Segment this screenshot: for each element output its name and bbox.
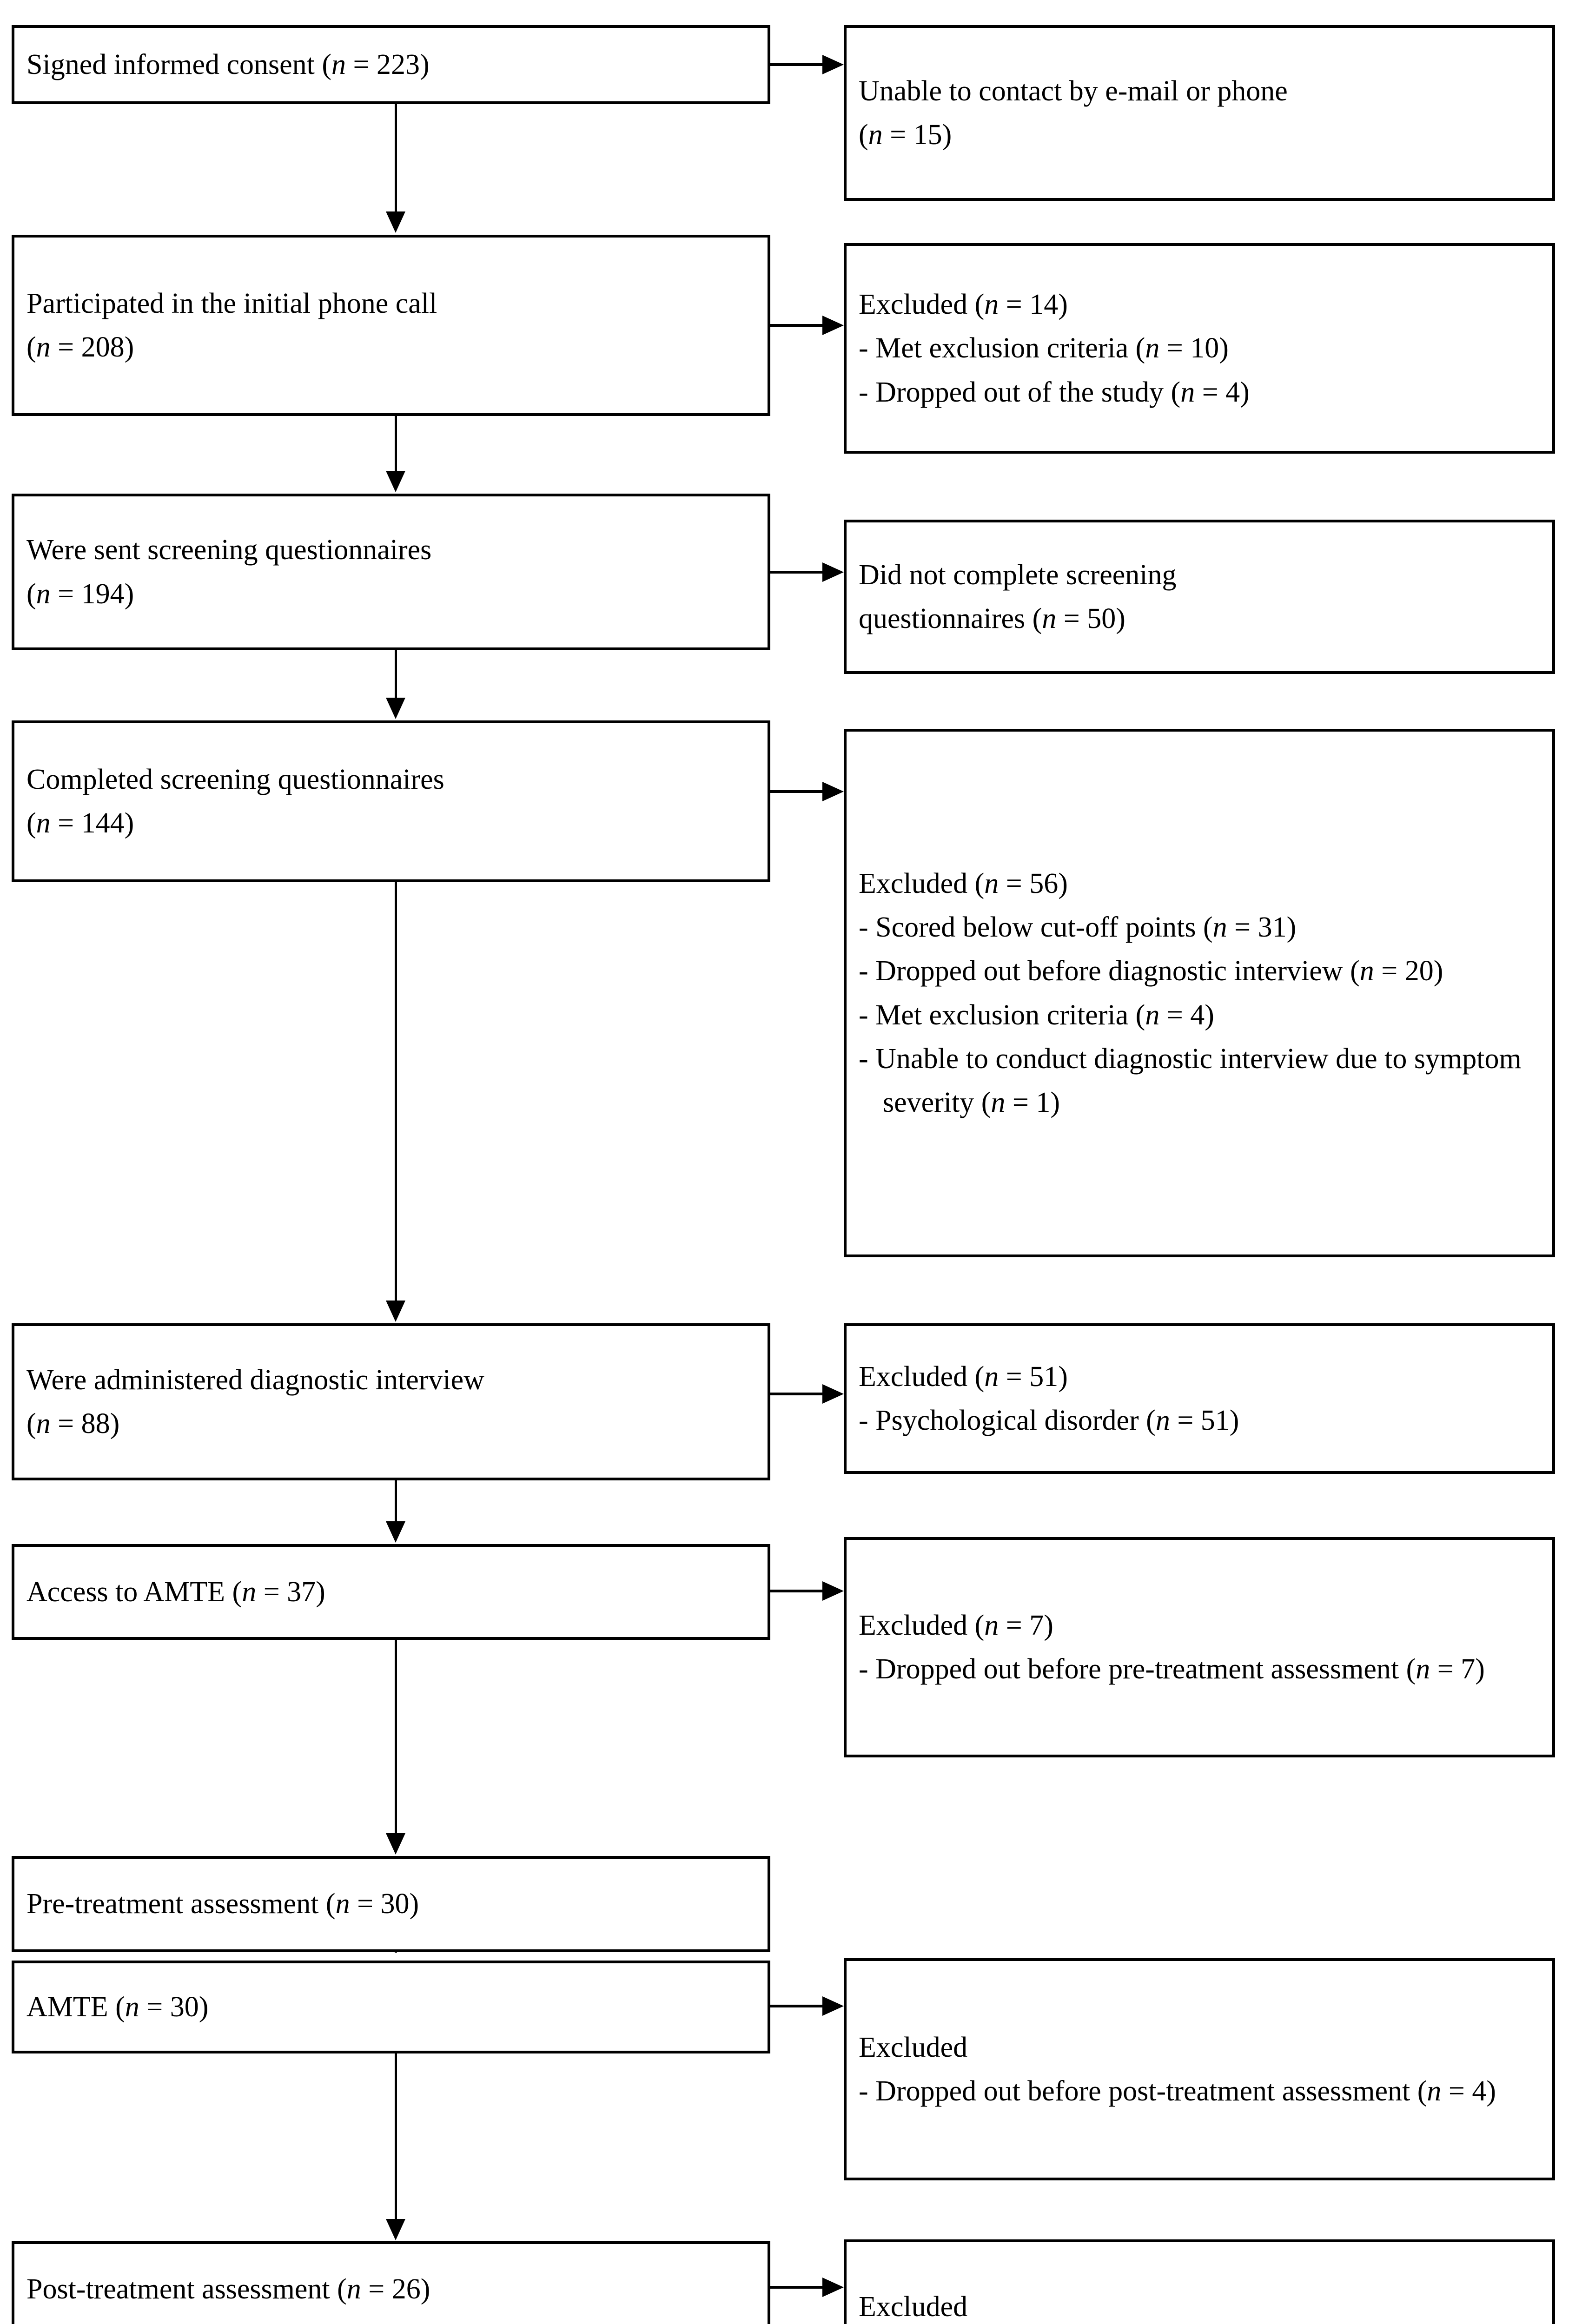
- exclusion-box-unable-to-contact[interactable]: Unable to contact by e-mail or phone (n …: [844, 25, 1555, 201]
- arrowhead-right: [822, 1384, 844, 1404]
- flow-box-line: (n = 194): [26, 578, 134, 610]
- exclusion-header: Excluded: [859, 2031, 968, 2063]
- flow-box-line: Post-treatment assessment (n = 26): [26, 2273, 430, 2305]
- flow-box-line: (n = 144): [26, 807, 134, 839]
- exclusion-box-excluded-follow-up[interactable]: Excluded - Dropped out before three-mont…: [844, 2239, 1555, 2324]
- connector-to-excluded-7: [770, 1590, 823, 1592]
- exclusion-bullet: - Scored below cut-off points (n = 31): [859, 911, 1297, 944]
- flow-box-diagnostic-interview[interactable]: Were administered diagnostic interview (…: [12, 1323, 770, 1480]
- exclusion-bullet: - Met exclusion criteria (n = 4): [859, 999, 1214, 1031]
- exclusion-box-excluded-51[interactable]: Excluded (n = 51) - Psychological disord…: [844, 1323, 1555, 1474]
- flow-box-signed-consent[interactable]: Signed informed consent (n = 223): [12, 25, 770, 104]
- flow-box-pre-treatment[interactable]: Pre-treatment assessment (n = 30): [12, 1856, 770, 1952]
- arrowhead-down: [386, 211, 405, 233]
- flow-box-access-amte[interactable]: Access to AMTE (n = 37): [12, 1544, 770, 1640]
- connector-to-excluded-51: [770, 1393, 823, 1395]
- connector-to-excluded-14: [770, 324, 823, 327]
- arrowhead-right: [822, 2278, 844, 2297]
- exclusion-bullet: - Dropped out before pre-treatment asses…: [859, 1653, 1485, 1685]
- exclusion-box-did-not-complete-screening[interactable]: Did not complete screening questionnaire…: [844, 520, 1555, 674]
- exclusion-bullet: - Dropped out before diagnostic intervie…: [859, 955, 1443, 987]
- flow-box-sent-screening[interactable]: Were sent screening questionnaires (n = …: [12, 494, 770, 650]
- flow-box-amte[interactable]: AMTE (n = 30): [12, 1961, 770, 2053]
- connector-to-excluded-post-treatment: [770, 2005, 823, 2007]
- arrowhead-down: [386, 471, 405, 492]
- connector-to-did-not-complete: [770, 571, 823, 574]
- exclusion-box-excluded-14[interactable]: Excluded (n = 14) - Met exclusion criter…: [844, 243, 1555, 454]
- flow-box-line: (n = 88): [26, 1408, 120, 1439]
- connector-screening-to-completed: [395, 650, 397, 700]
- connector-consent-to-phone: [395, 104, 397, 213]
- exclusion-line: (n = 15): [859, 119, 952, 151]
- exclusion-bullet: - Psychological disorder (n = 51): [859, 1405, 1239, 1436]
- exclusion-header: Excluded: [859, 2291, 968, 2323]
- arrowhead-down: [386, 698, 405, 719]
- arrowhead-down: [386, 1521, 405, 1543]
- exclusion-box-excluded-post-treatment[interactable]: Excluded - Dropped out before post-treat…: [844, 1958, 1555, 2180]
- arrowhead-down: [386, 2219, 405, 2240]
- exclusion-bullet: - Met exclusion criteria (n = 10): [859, 332, 1229, 364]
- flow-box-line: Were sent screening questionnaires: [26, 534, 432, 566]
- flow-box-line: AMTE (n = 30): [26, 1991, 209, 2023]
- flow-box-post-treatment[interactable]: Post-treatment assessment (n = 26): [12, 2241, 770, 2324]
- arrowhead-down: [386, 1301, 405, 1322]
- flow-box-line: Were administered diagnostic interview: [26, 1364, 484, 1396]
- flow-box-line: Pre-treatment assessment (n = 30): [26, 1888, 419, 1920]
- connector-completed-to-interview: [395, 882, 397, 1302]
- exclusion-line: questionnaires (n = 50): [859, 603, 1125, 634]
- exclusion-bullet: - Unable to conduct diagnostic interview…: [859, 1043, 1529, 1118]
- connector-access-to-pretreatment: [395, 1640, 397, 1835]
- exclusion-header: Excluded (n = 56): [859, 867, 1068, 899]
- connector-to-excluded-follow-up: [770, 2286, 823, 2289]
- flow-box-initial-phone-call[interactable]: Participated in the initial phone call (…: [12, 235, 770, 416]
- connector-pretreatment-to-amte-seg: [395, 1952, 397, 1953]
- flow-box-line: Signed informed consent (n = 223): [26, 48, 430, 80]
- connector-phone-to-screening: [395, 416, 397, 473]
- exclusion-line: Unable to contact by e-mail or phone: [859, 75, 1288, 107]
- connector-amte-to-posttreatment: [395, 2053, 397, 2221]
- arrowhead-down: [386, 1833, 405, 1855]
- flow-box-line: Access to AMTE (n = 37): [26, 1576, 325, 1608]
- flow-box-line: (n = 208): [26, 331, 134, 363]
- flow-box-completed-screening[interactable]: Completed screening questionnaires (n = …: [12, 720, 770, 882]
- exclusion-line: Did not complete screening: [859, 559, 1177, 591]
- connector-to-excluded-56: [770, 790, 823, 793]
- arrowhead-right: [822, 1581, 844, 1601]
- flow-box-line: Completed screening questionnaires: [26, 763, 444, 795]
- connector-to-unable-to-contact: [770, 63, 823, 66]
- arrowhead-right: [822, 55, 844, 74]
- arrowhead-right: [822, 316, 844, 335]
- exclusion-header: Excluded (n = 14): [859, 289, 1068, 321]
- exclusion-box-excluded-56[interactable]: Excluded (n = 56) - Scored below cut-off…: [844, 729, 1555, 1257]
- exclusion-bullet: - Dropped out of the study (n = 4): [859, 376, 1250, 408]
- exclusion-header: Excluded (n = 51): [859, 1360, 1068, 1393]
- arrowhead-right: [822, 782, 844, 801]
- arrowhead-right: [822, 1996, 844, 2016]
- exclusion-bullet: - Dropped out before post-treatment asse…: [859, 2075, 1496, 2107]
- connector-interview-to-access: [395, 1480, 397, 1523]
- exclusion-header: Excluded (n = 7): [859, 1609, 1053, 1641]
- arrowhead-right: [822, 562, 844, 582]
- exclusion-box-excluded-7[interactable]: Excluded (n = 7) - Dropped out before pr…: [844, 1537, 1555, 1757]
- flow-box-line: Participated in the initial phone call: [26, 287, 437, 319]
